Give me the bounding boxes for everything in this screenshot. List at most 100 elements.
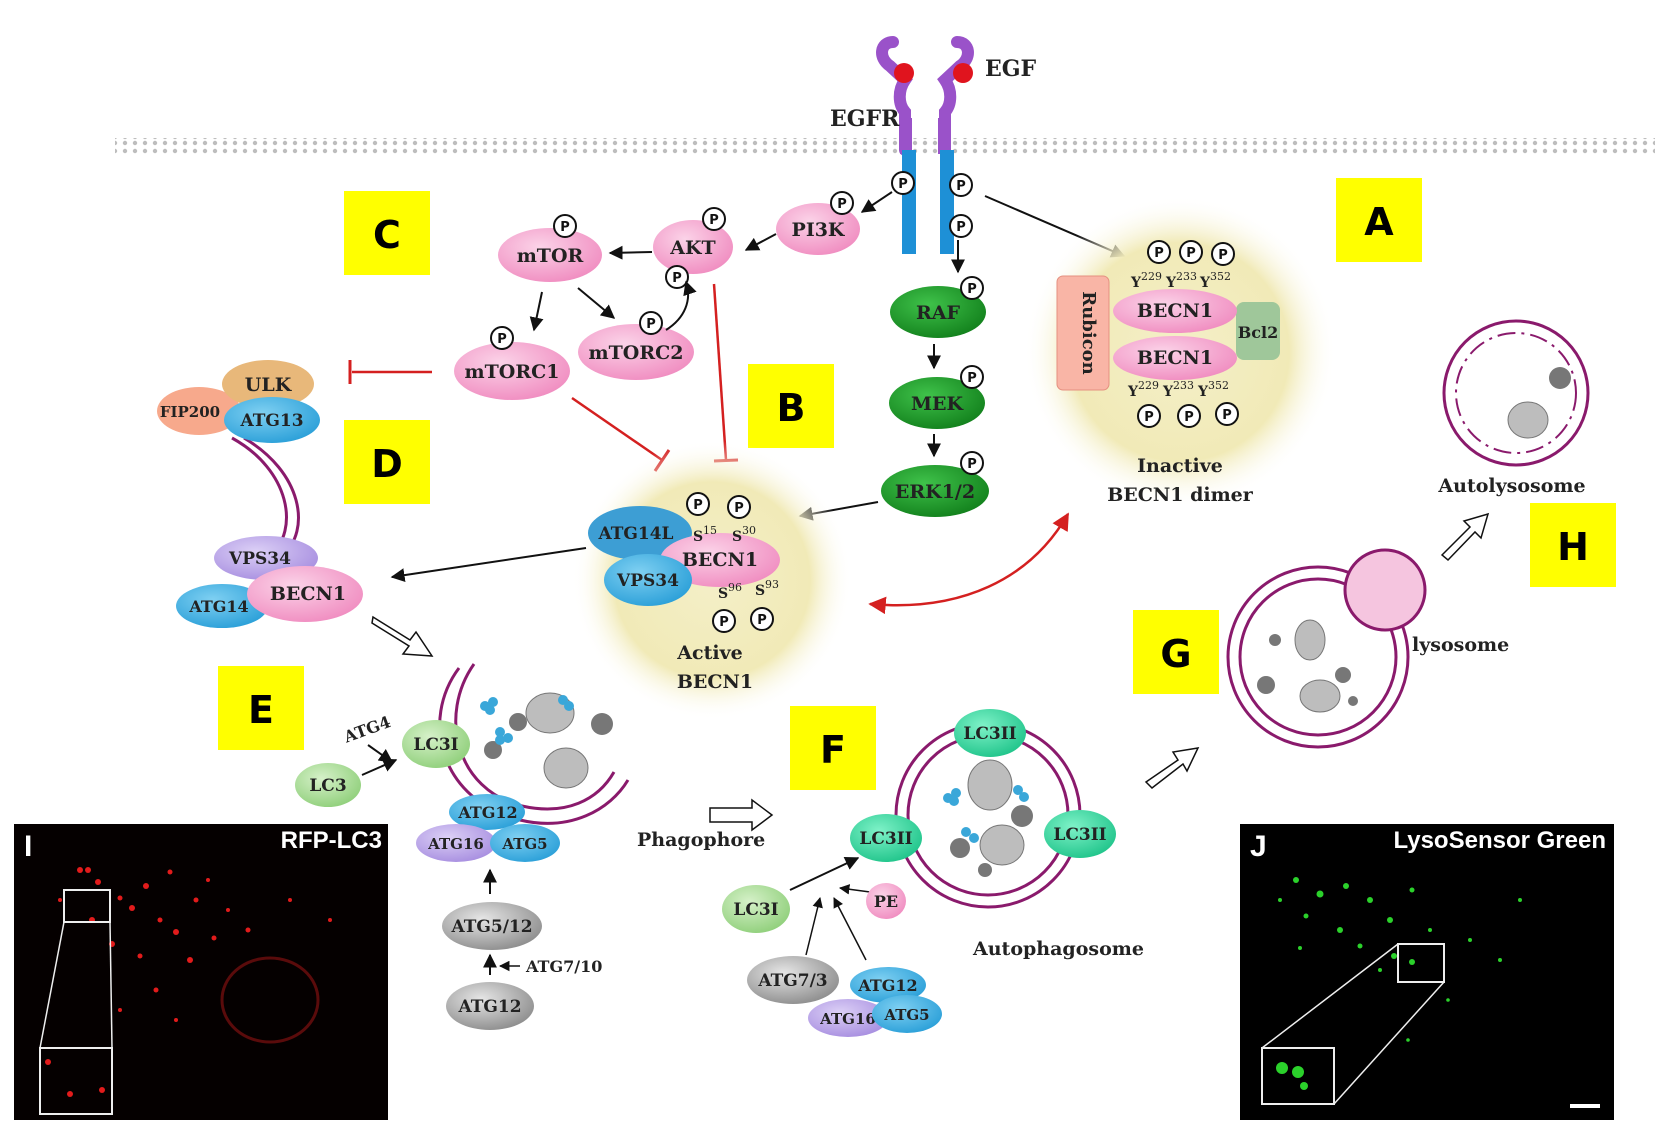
atg5-12-node: ATG5/12	[442, 902, 542, 950]
rubicon-label: Rubicon	[1078, 291, 1099, 375]
svg-text:S: S	[732, 529, 742, 545]
atg7-3-node: ATG7/3	[747, 956, 839, 1004]
svg-text:ATG5/12: ATG5/12	[450, 917, 532, 937]
atg12-bottom-node: ATG12	[446, 982, 534, 1030]
phagophore-label: Phagophore	[637, 829, 765, 851]
svg-text:D: D	[371, 442, 403, 486]
lysosome-label: lysosome	[1412, 634, 1509, 656]
hollow-arrow-to-lysosome	[1144, 747, 1200, 789]
svg-text:P: P	[967, 371, 977, 386]
micrograph-j-title: LysoSensor Green	[1393, 827, 1606, 854]
micrograph-i-label: I	[24, 830, 32, 863]
svg-text:P: P	[734, 501, 744, 516]
svg-text:AKT: AKT	[669, 237, 715, 259]
svg-text:P: P	[1222, 408, 1232, 423]
equilibrium-arrow	[868, 512, 1070, 615]
svg-text:ATG5: ATG5	[501, 835, 547, 853]
svg-text:LC3II: LC3II	[963, 724, 1016, 744]
svg-text:LC3: LC3	[309, 776, 346, 796]
inactive-dimer-label-1: Inactive	[1137, 455, 1223, 477]
svg-text:S: S	[718, 586, 728, 602]
becn1-complex-label: BECN1	[270, 583, 346, 605]
arrow-mtorc2-akt	[665, 280, 697, 331]
panel-label-f: F	[790, 706, 876, 790]
micrograph-j-label: J	[1250, 830, 1267, 863]
ulk-complex: FIP200 ULK ATG13	[157, 360, 320, 558]
svg-text:P: P	[1186, 246, 1196, 261]
svg-text:Y: Y	[1199, 275, 1211, 291]
svg-text:93: 93	[765, 578, 779, 591]
svg-text:P: P	[967, 282, 977, 297]
arrow-pi3k-akt	[744, 233, 777, 251]
panel-label-e: E	[218, 666, 304, 750]
svg-text:P: P	[1184, 410, 1194, 425]
erk-node: ERK1/2 P	[881, 451, 989, 517]
arrow-lc3-lc3i	[361, 758, 398, 776]
svg-text:PI3K: PI3K	[792, 219, 846, 241]
micrograph-rfp-lc3	[14, 824, 388, 1120]
svg-text:P: P	[1218, 248, 1228, 263]
svg-text:E: E	[248, 688, 274, 732]
atg12-16-5-complex-f: ATG12 ATG16 ATG5	[808, 967, 942, 1037]
lc3i-phagophore-node: LC3I	[402, 720, 470, 768]
svg-text:P: P	[693, 498, 703, 513]
arrow-atg4	[367, 744, 394, 763]
panel-label-c: C	[344, 191, 430, 275]
autolysosome-label: Autolysosome	[1437, 475, 1585, 497]
lysosome	[1343, 548, 1427, 632]
svg-text:30: 30	[742, 524, 756, 537]
svg-text:P: P	[757, 613, 767, 628]
atg12-16-5-complex: ATG12 ATG16 ATG5	[416, 794, 560, 862]
svg-text:LC3I: LC3I	[733, 900, 778, 920]
svg-text:ATG12: ATG12	[457, 803, 517, 822]
akt-node: AKT P P	[653, 207, 733, 289]
arrow-atg7-3	[805, 896, 823, 956]
pi3k-complex: VPS34 ATG14 BECN1	[176, 536, 363, 628]
atg14-complex-label: ATG14	[188, 597, 248, 616]
svg-text:ATG5: ATG5	[883, 1006, 929, 1024]
atg13-label: ATG13	[239, 411, 303, 431]
panel-label-h: H	[1530, 503, 1616, 587]
svg-text:Y: Y	[1127, 384, 1139, 400]
svg-text:96: 96	[728, 581, 742, 594]
fip200-label: FIP200	[160, 403, 220, 421]
arrow-mtor-mtorc1	[529, 291, 544, 332]
autophagosome-label: Autophagosome	[972, 938, 1144, 960]
svg-text:229: 229	[1141, 270, 1162, 283]
svg-text:P: P	[719, 615, 729, 630]
svg-text:P: P	[898, 177, 908, 192]
pe-node: PE	[866, 883, 906, 919]
mtorc2-node: mTORC2 P	[578, 311, 694, 380]
svg-text:352: 352	[1208, 379, 1229, 392]
svg-text:RAF: RAF	[916, 302, 961, 324]
egf-label: EGF	[985, 56, 1037, 82]
lc3ii-top-node: LC3II	[954, 709, 1026, 757]
atg7-10-label: ATG7/10	[525, 957, 602, 976]
vps34-active-label: VPS34	[616, 571, 679, 591]
svg-text:Y: Y	[1130, 275, 1142, 291]
inhibit-mtorc1-ulk	[348, 360, 432, 384]
svg-text:15: 15	[703, 524, 717, 537]
svg-text:Y: Y	[1162, 384, 1174, 400]
hollow-arrow-to-autolysosome	[1440, 512, 1490, 562]
svg-text:P: P	[956, 179, 966, 194]
hollow-arrow-to-phagophore	[371, 615, 434, 657]
svg-text:P: P	[956, 220, 966, 235]
atg14l-label: ATG14L	[597, 524, 673, 544]
ulk-label: ULK	[245, 374, 293, 396]
svg-text:P: P	[560, 220, 570, 235]
active-becn1-label-1: Active	[676, 642, 742, 664]
svg-text:229: 229	[1138, 379, 1159, 392]
lysosome-fusion	[1226, 548, 1427, 749]
svg-text:ATG12: ATG12	[857, 976, 917, 995]
egfr-label: EGFR	[830, 106, 900, 132]
lc3i-autophagosome-node: LC3I	[722, 885, 790, 933]
svg-text:G: G	[1160, 632, 1191, 676]
panel-label-g: G	[1133, 610, 1219, 694]
svg-text:LC3II: LC3II	[1053, 825, 1106, 845]
mtor-node: mTOR P	[498, 214, 602, 282]
svg-text:P: P	[646, 317, 656, 332]
hollow-arrow-to-autophagosome	[709, 798, 774, 832]
scale-bar	[1570, 1104, 1600, 1108]
svg-text:ERK1/2: ERK1/2	[895, 481, 975, 503]
